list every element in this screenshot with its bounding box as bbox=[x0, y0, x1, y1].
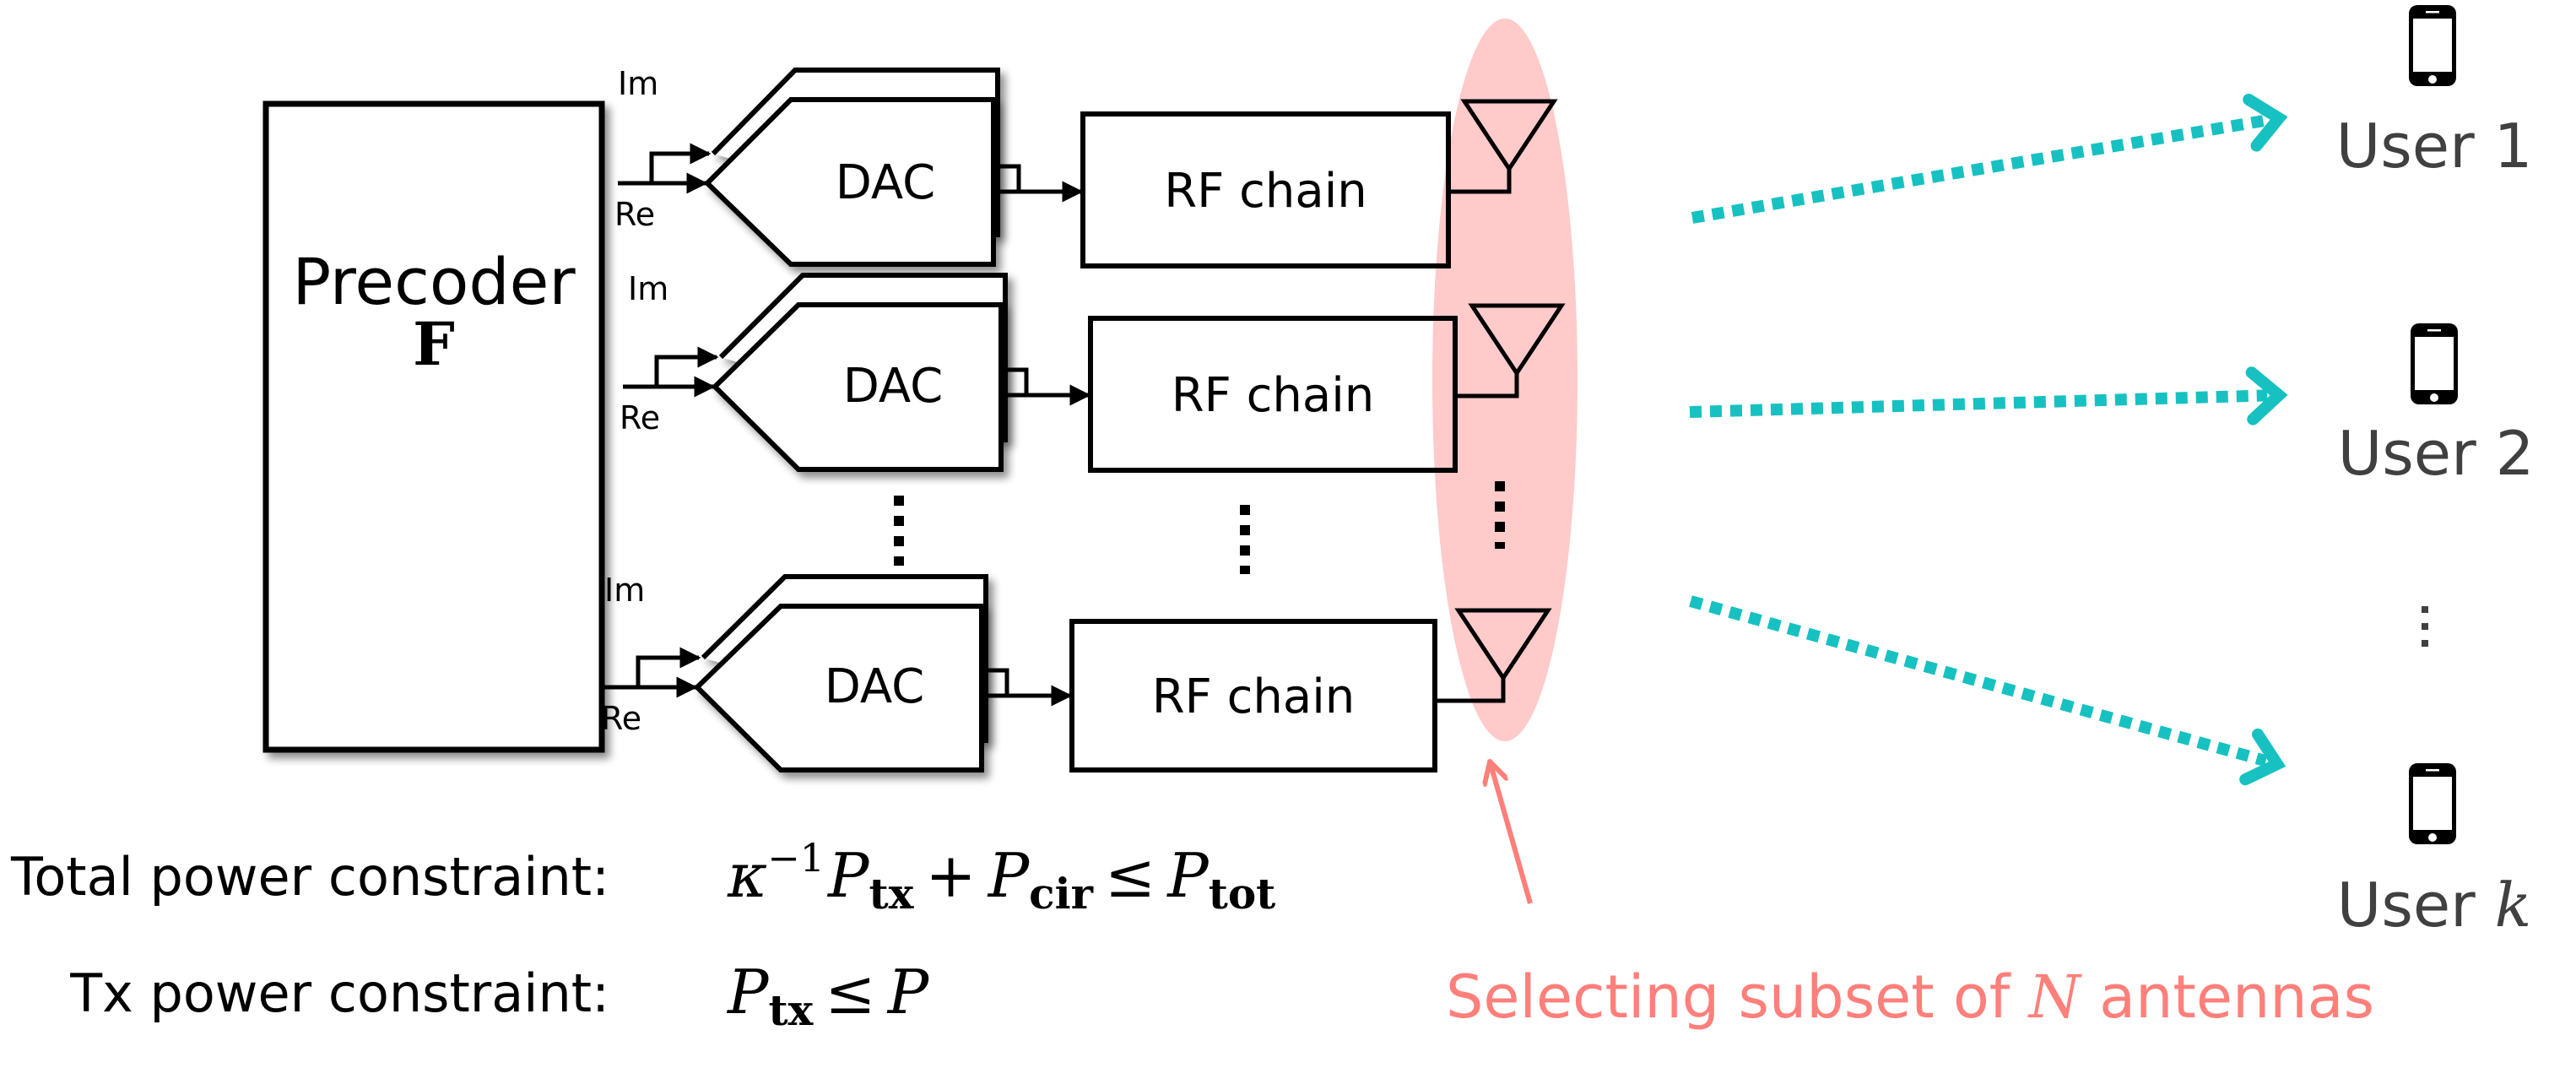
dac-block bbox=[703, 97, 996, 267]
smartphone-icon bbox=[2411, 323, 2458, 404]
precoder-title: Precoder bbox=[292, 244, 576, 319]
user-label-prefix: User bbox=[2337, 870, 2495, 941]
smartphone-icon bbox=[2409, 5, 2456, 86]
user-label: User 1 bbox=[2336, 111, 2533, 182]
users-ellipsis bbox=[2422, 606, 2428, 647]
dac-label: DAC bbox=[843, 359, 944, 414]
rf-chain-label: RF chain bbox=[1164, 164, 1367, 219]
math-kappa: κ bbox=[727, 840, 767, 911]
caption-variable-N: N bbox=[2027, 962, 2083, 1032]
imag-label: Im bbox=[628, 270, 668, 307]
real-label: Re bbox=[620, 399, 660, 436]
math-exponent: −1 bbox=[767, 835, 825, 881]
selection-pointer-arrow bbox=[1491, 764, 1533, 904]
smartphone-icon bbox=[2409, 763, 2456, 844]
user-link-arrow bbox=[1691, 93, 2288, 224]
antenna-selection-caption: Selecting subset of N antennas bbox=[1446, 962, 2374, 1032]
user-device: User 1 bbox=[2336, 5, 2533, 182]
ellipsis-dot bbox=[2422, 623, 2428, 630]
user-label: User 2 bbox=[2338, 418, 2535, 489]
math-subscript: cir bbox=[1029, 869, 1093, 919]
dac-imag-output-wire bbox=[986, 668, 1009, 696]
precoder-matrix-symbol: F bbox=[413, 309, 455, 379]
user-label: User k bbox=[2337, 870, 2532, 941]
math-subscript: tot bbox=[1209, 869, 1276, 919]
dac-label: DAC bbox=[825, 659, 925, 714]
rf-chain-box bbox=[1069, 619, 1437, 773]
tx-power-constraint-label: Tx power constraint: bbox=[69, 962, 609, 1024]
imag-label: Im bbox=[618, 65, 658, 102]
imag-input-wire bbox=[649, 143, 712, 183]
math-P: P bbox=[1166, 840, 1210, 911]
dac-block bbox=[711, 302, 1004, 472]
tx-power-constraint-expression: Ptx≤P bbox=[726, 957, 930, 1035]
user-link-arrow bbox=[1689, 595, 2286, 786]
imag-input-wire bbox=[654, 346, 719, 387]
user-label-index: 1 bbox=[2494, 111, 2533, 182]
total-power-constraint-label: Total power constraint: bbox=[10, 846, 609, 908]
math-P: P bbox=[726, 957, 770, 1027]
math-plus: + bbox=[925, 840, 976, 911]
math-P: P bbox=[987, 840, 1031, 911]
user-links bbox=[1689, 93, 2288, 786]
total-power-constraint-expression: κ−1Ptx+Pcir≤Ptot bbox=[727, 835, 1275, 919]
user-device: User 2 bbox=[2338, 323, 2535, 489]
math-leq: ≤ bbox=[1105, 840, 1155, 911]
dac-imag-output-wire bbox=[998, 164, 1021, 192]
user-device: User k bbox=[2337, 763, 2532, 941]
math-leq: ≤ bbox=[825, 957, 875, 1027]
math-subscript: tx bbox=[869, 869, 914, 919]
rf-chain-label: RF chain bbox=[1152, 670, 1356, 724]
real-label: Re bbox=[601, 700, 641, 737]
precoder-block: Precoder F bbox=[262, 100, 605, 753]
antenna-selection-highlight bbox=[1432, 19, 1578, 741]
ellipsis-dot bbox=[2422, 640, 2428, 647]
ellipsis-dot bbox=[2422, 606, 2428, 613]
math-P: P bbox=[886, 957, 930, 1027]
dac-block bbox=[693, 604, 984, 773]
precoder-box bbox=[262, 100, 605, 753]
real-label: Re bbox=[614, 196, 655, 233]
rf-chain-box bbox=[1080, 111, 1451, 268]
dac-imag-output-wire bbox=[1005, 367, 1029, 395]
user-link-arrow bbox=[1689, 366, 2288, 426]
rf-chain-label: RF chain bbox=[1172, 368, 1375, 423]
caption-text-before: Selecting subset of bbox=[1446, 962, 2029, 1032]
math-P: P bbox=[826, 840, 870, 911]
user-label-prefix: User bbox=[2336, 111, 2494, 182]
dac-label: DAC bbox=[836, 155, 936, 210]
user-label-index: k bbox=[2495, 870, 2532, 941]
math-subscript: tx bbox=[768, 985, 814, 1035]
constraints: Total power constraint: κ−1Ptx+Pcir≤Ptot… bbox=[10, 835, 1275, 1035]
caption-text-after: antennas bbox=[2081, 962, 2374, 1032]
imag-input-wire bbox=[636, 647, 701, 687]
imag-label: Im bbox=[604, 572, 645, 609]
user-label-index: 2 bbox=[2496, 418, 2535, 489]
user-label-prefix: User bbox=[2338, 418, 2496, 489]
